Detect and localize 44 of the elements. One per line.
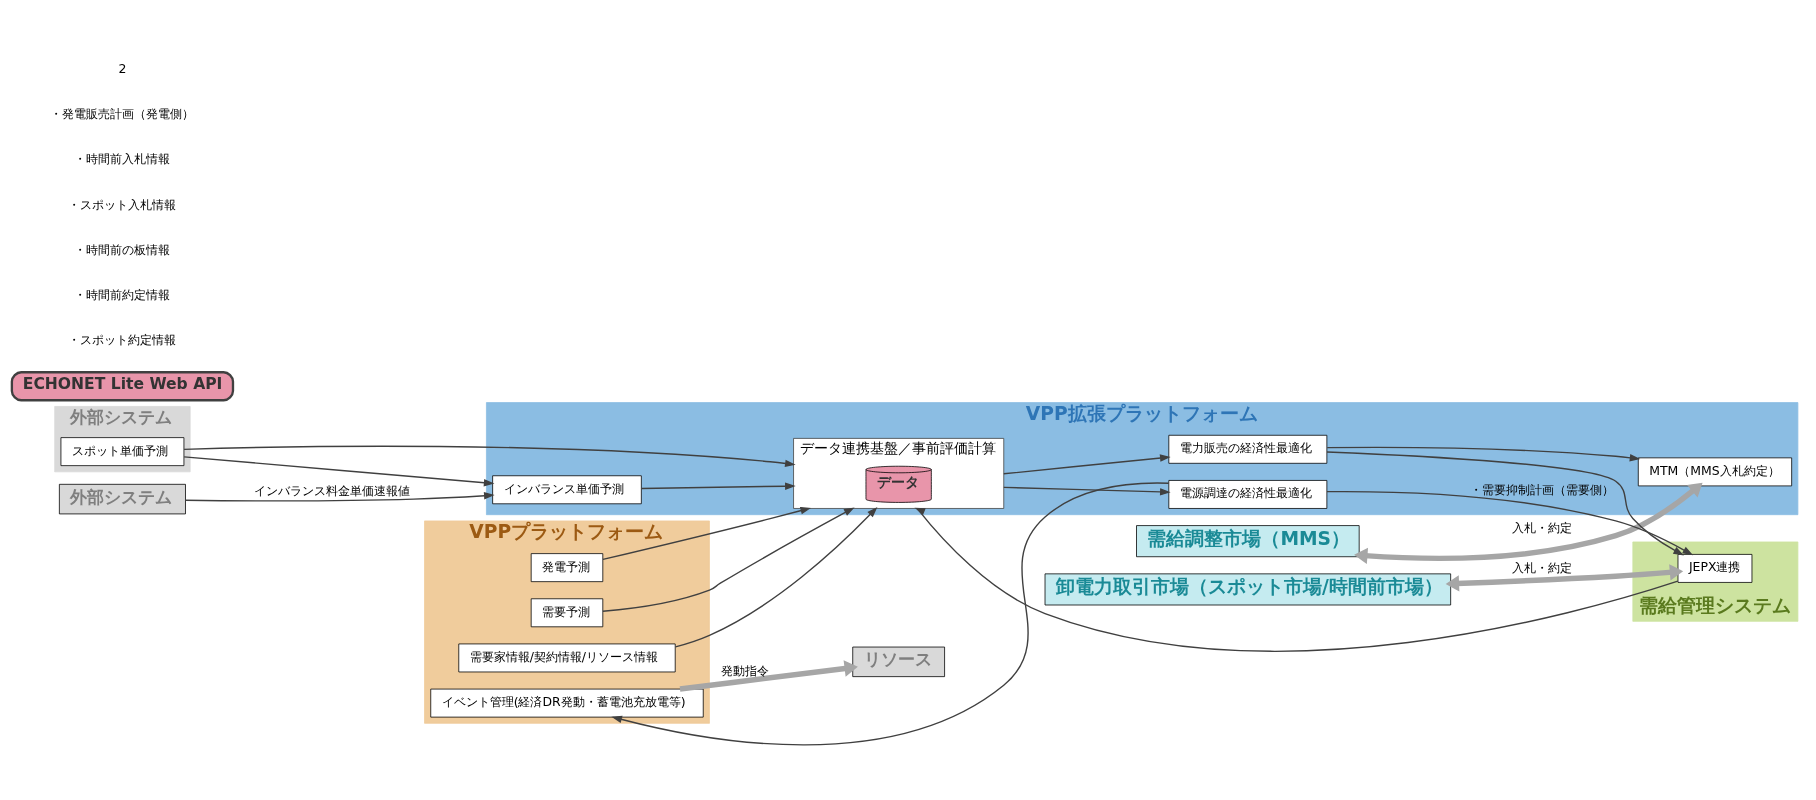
edge-label: 発動指令 — [721, 662, 770, 678]
label: ・時間前入札情報 — [74, 150, 171, 166]
node-box: イベント管理(経済DR発動・蓄電池充放電等) — [430, 688, 704, 717]
label: ・発電販売計画（発電側） — [50, 105, 195, 121]
arrow — [1326, 446, 1641, 461]
edge-label: ・需要抑制計画（需要側） — [1469, 481, 1614, 497]
arrow — [1003, 486, 1171, 496]
label: ・時間前の板情報 — [74, 241, 171, 257]
arrow — [1354, 482, 1703, 564]
label: ・時間前約定情報 — [74, 286, 171, 302]
arrow — [640, 481, 796, 490]
node-box: 需要予測 — [530, 597, 604, 627]
arrow — [602, 506, 855, 612]
node-box: スポット単価予測 — [60, 436, 185, 466]
node-box: 外部システム — [59, 483, 186, 514]
label: 2 — [118, 60, 127, 76]
arrow — [611, 481, 1170, 746]
node-box: 電力販売の経済性最適化 — [1168, 434, 1328, 464]
node-box: 需給調整市場（MMS） — [1136, 524, 1360, 557]
arrow — [1326, 450, 1684, 555]
edge-label: 入札・約定 — [1511, 519, 1572, 535]
node-box: リソース — [852, 646, 945, 677]
node-box: 発電予測 — [530, 552, 604, 582]
arrow — [184, 491, 495, 502]
label: ・スポット入札情報 — [68, 196, 177, 212]
node-box: 卸電力取引市場（スポット市場/時間前市場） — [1044, 572, 1452, 605]
arrow — [183, 445, 796, 467]
edge-label: 入札・約定 — [1511, 559, 1572, 575]
arrow — [679, 659, 858, 692]
label: ・スポット約定情報 — [68, 331, 177, 347]
arrow — [674, 506, 878, 648]
node-box: 電源調達の経済性最適化 — [1168, 479, 1328, 509]
arrow — [1445, 563, 1684, 592]
arrow — [602, 506, 812, 560]
node-box: 需要家情報/契約情報/リソース情報 — [458, 643, 676, 672]
arrow — [914, 507, 1679, 652]
arrow — [183, 455, 495, 486]
node-box: JEPX連携 — [1677, 553, 1753, 583]
node-box: インバランス単価予測 — [492, 474, 642, 504]
node-box: MTM（MMS入札約定） — [1637, 456, 1793, 486]
arrow — [1326, 490, 1694, 555]
edge-label: インバランス料金単価速報値 — [253, 482, 410, 498]
arrow — [1003, 453, 1171, 474]
node-box: ECHONET Lite Web API — [10, 370, 235, 401]
